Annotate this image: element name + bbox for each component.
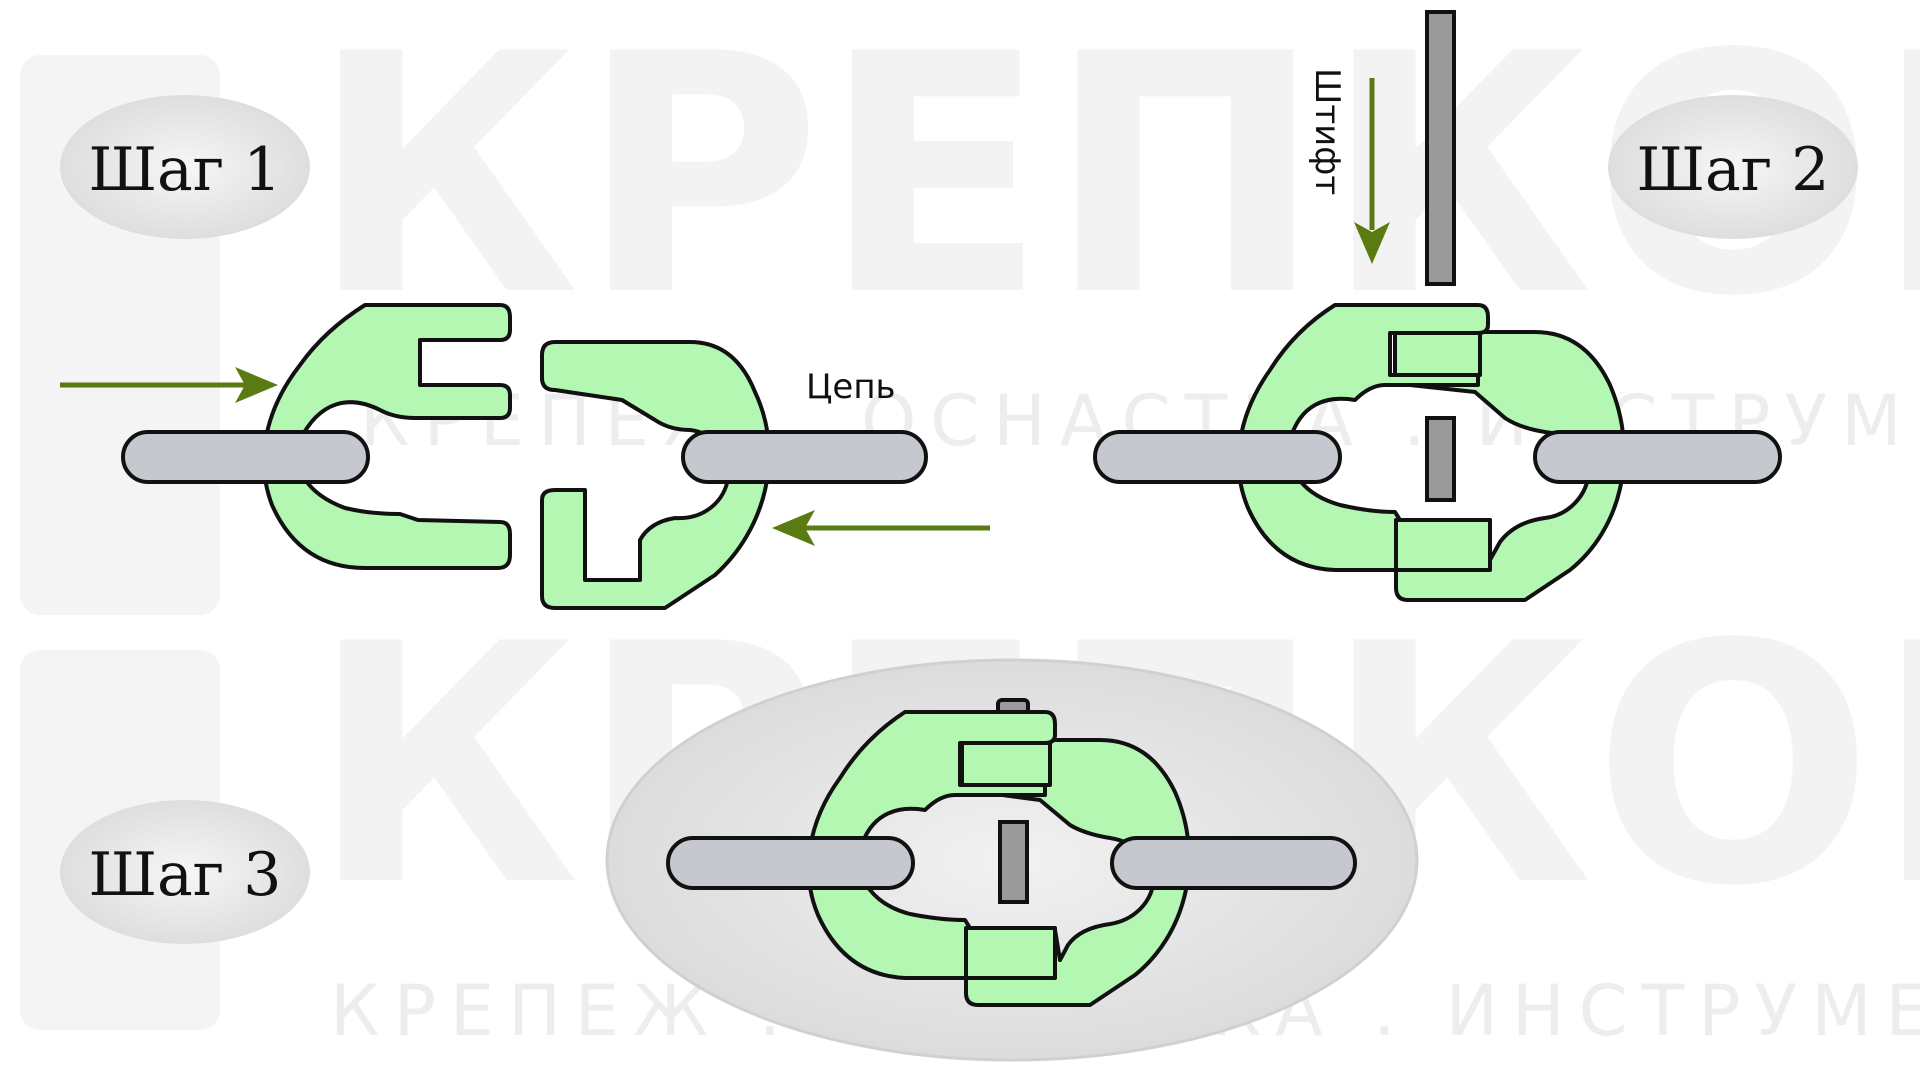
arrow-down-icon [1354, 78, 1390, 264]
chain-link-right-3 [1110, 836, 1357, 890]
chain-link-right [681, 430, 928, 484]
pin-callout: Штифт [1307, 68, 1347, 195]
final-bottom-slot [964, 926, 1057, 980]
step-3-bubble: Шаг 3 [60, 800, 310, 944]
step-3-label: Шаг 3 [89, 840, 282, 910]
step-1-bubble: Шаг 1 [60, 95, 310, 239]
step-2-label: Шаг 2 [1637, 135, 1830, 205]
connector-half-left [261, 303, 512, 570]
chain-link-left-2 [1093, 430, 1342, 484]
step-1-label: Шаг 1 [89, 135, 282, 205]
step-2-illustration: Штифт [1093, 10, 1782, 602]
pin-locked [998, 820, 1029, 904]
chain-callout: Цепь [806, 367, 896, 407]
chain-link-left [121, 430, 370, 484]
step-1-illustration: Цепь [60, 303, 990, 610]
pin-rod [1425, 10, 1456, 286]
final-top-slot [960, 741, 1052, 787]
chain-link-right-2 [1533, 430, 1782, 484]
chain-link-left-3 [666, 836, 915, 890]
connector-bottom-slot [1394, 518, 1492, 572]
arrow-left-icon [772, 510, 990, 546]
connector-top-slot [1393, 331, 1482, 377]
arrow-right-icon [60, 367, 278, 403]
pin-inserted [1425, 416, 1456, 502]
step-2-bubble: Шаг 2 [1608, 95, 1858, 239]
step-3-illustration [666, 698, 1357, 1007]
